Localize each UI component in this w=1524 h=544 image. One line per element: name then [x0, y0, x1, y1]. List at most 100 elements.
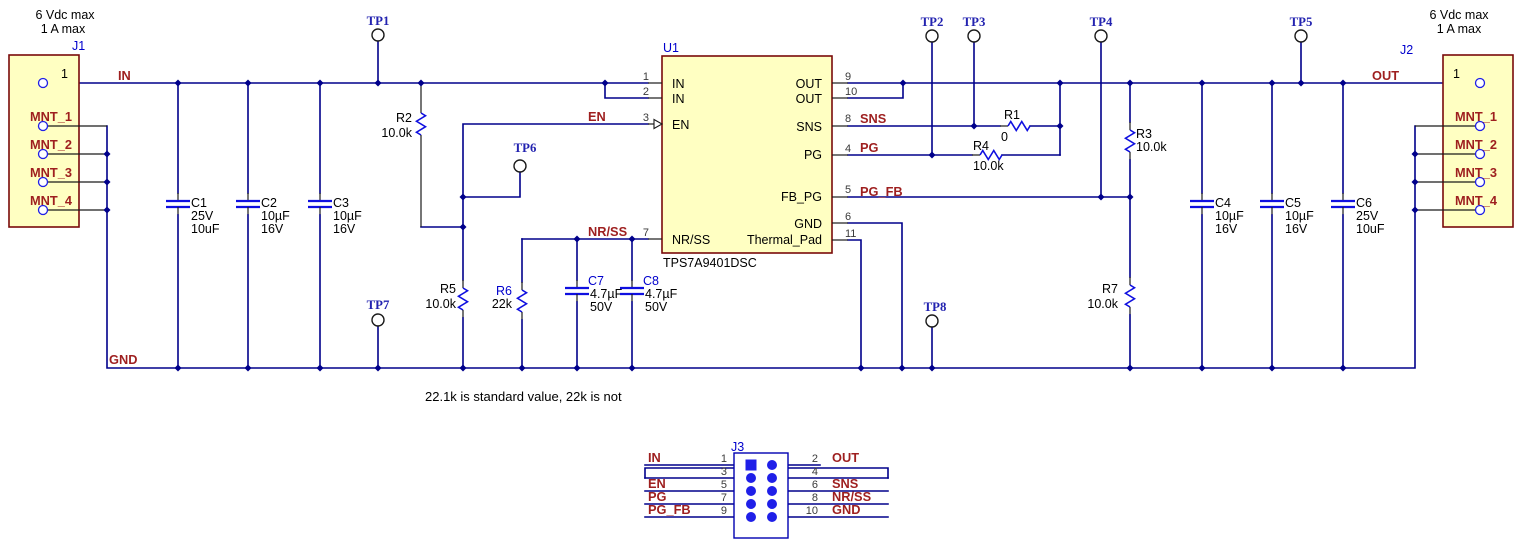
capacitor-designator: C8: [643, 274, 659, 288]
pin-name: PG: [804, 148, 822, 162]
testpoint-TP5[interactable]: TP5: [1290, 15, 1313, 84]
pin-circle[interactable]: [1474, 148, 1486, 160]
capacitor-designator: C7: [588, 274, 604, 288]
pin-circle[interactable]: [37, 204, 49, 216]
testpoint-pad[interactable]: [925, 29, 939, 43]
connector-J3[interactable]: J3 1 3 5 7 9 2 4 6 8 10 IN EN PG PG_FB: [644, 440, 889, 539]
resistor-R1[interactable]: R1 0: [1000, 108, 1031, 144]
pin-pad[interactable]: [767, 499, 777, 509]
capacitor-C1[interactable]: C1 25V 10uF: [166, 82, 220, 369]
pin-circle[interactable]: [37, 77, 49, 89]
ic-body[interactable]: [661, 55, 833, 254]
net-out-wires: [847, 82, 1476, 99]
ic-part-number: TPS7A9401DSC: [663, 256, 757, 270]
testpoint-TP7[interactable]: TP7: [367, 298, 390, 369]
testpoint-TP8[interactable]: TP8: [924, 300, 947, 369]
testpoint-pad[interactable]: [1294, 29, 1308, 43]
capacitor-value: 25V: [191, 209, 214, 223]
pin-circle[interactable]: [37, 148, 49, 160]
net-in-wires: [47, 82, 649, 99]
capacitor-value: 16V: [1215, 222, 1238, 236]
capacitor-C2[interactable]: C2 10µF 16V: [236, 82, 290, 369]
testpoint-TP2[interactable]: TP2: [921, 15, 944, 156]
pin-pad[interactable]: [746, 486, 756, 496]
pin-circle[interactable]: [1474, 77, 1486, 89]
resistor-R5[interactable]: R5 10.0k: [425, 280, 470, 369]
pin-number: 1: [61, 67, 68, 81]
junction-dot: [1339, 364, 1347, 372]
net-label-out: OUT: [1372, 68, 1399, 83]
output-rating: 6 Vdc max 1 A max: [1429, 8, 1489, 36]
en-input-arrow-icon: [653, 118, 664, 130]
pin1-square-pad[interactable]: [745, 459, 757, 471]
pin-pad[interactable]: [746, 473, 756, 483]
pin-name: Thermal_Pad: [747, 233, 822, 247]
pin-circle[interactable]: [37, 120, 49, 132]
pin-name: SNS: [796, 120, 822, 134]
net-label: NR/SS: [832, 489, 872, 504]
testpoint-TP4[interactable]: TP4: [1090, 15, 1113, 198]
testpoint-TP1[interactable]: TP1: [367, 14, 390, 84]
pin-name: FB_PG: [781, 190, 822, 204]
junction-dot: [103, 206, 111, 214]
pin-circle[interactable]: [1474, 204, 1486, 216]
pin-number: 5: [845, 184, 851, 196]
capacitor-value: 16V: [1285, 222, 1308, 236]
pin-number: 9: [721, 505, 727, 517]
resistor-R2[interactable]: R2 10.0k: [381, 83, 428, 227]
resistor-R3[interactable]: R3 10.0k: [1123, 82, 1168, 198]
net-label-en: EN: [588, 109, 606, 124]
pin-pad[interactable]: [746, 499, 756, 509]
pin-number: 3: [643, 112, 649, 124]
capacitor-C3[interactable]: C3 10µF 16V: [308, 82, 362, 369]
testpoint-TP6[interactable]: TP6: [513, 141, 537, 173]
testpoint-pad[interactable]: [371, 313, 385, 327]
junction-dot: [1339, 79, 1347, 87]
junction-dot: [928, 151, 936, 159]
net-label: PG: [648, 489, 667, 504]
connector-J1[interactable]: J1 1 MNT_1 MNT_2 MNT_3 MNT_4: [8, 39, 107, 228]
junction-dot: [1411, 178, 1419, 186]
testpoint-pad[interactable]: [513, 159, 527, 173]
capacitor-C5[interactable]: C5 10µF 16V: [1260, 82, 1314, 369]
connector-designator: J1: [72, 39, 85, 53]
testpoint-pad[interactable]: [967, 29, 981, 43]
pin-pad[interactable]: [767, 512, 777, 522]
capacitor-value: 10uF: [191, 222, 220, 236]
ic-U1[interactable]: U1 TPS7A9401DSC 1 2 3 7 9 10 8 4 5 6 11 …: [643, 41, 857, 270]
capacitor-designator: C6: [1356, 196, 1372, 210]
capacitor-C7[interactable]: C7 4.7µF 50V: [565, 238, 623, 369]
pin-circle[interactable]: [1474, 120, 1486, 132]
connector-body[interactable]: [733, 452, 789, 539]
capacitor-designator: C4: [1215, 196, 1231, 210]
testpoint-pad[interactable]: [925, 314, 939, 328]
junction-dot: [1198, 364, 1206, 372]
pin-number: 4: [812, 466, 818, 478]
pin-circle[interactable]: [37, 176, 49, 188]
testpoint-pad[interactable]: [1094, 29, 1108, 43]
capacitor-C4[interactable]: C4 10µF 16V: [1190, 82, 1244, 369]
pin-pad[interactable]: [767, 460, 777, 470]
junction-dot: [374, 364, 382, 372]
connector-J2[interactable]: J2 1 MNT_1 MNT_2 MNT_3 MNT_4: [1400, 43, 1514, 228]
capacitor-C8[interactable]: C8 4.7µF 50V: [620, 238, 678, 369]
capacitor-C6[interactable]: C6 25V 10uF: [1331, 82, 1385, 369]
pin-name: MNT_3: [30, 165, 72, 180]
pin-number: 10: [845, 86, 857, 98]
resistor-R7[interactable]: R7 10.0k: [1087, 196, 1137, 369]
junction-dot: [1297, 79, 1305, 87]
pin-number: 8: [812, 492, 818, 504]
resistor-R6[interactable]: R6 22k: [492, 238, 529, 369]
pin-pad[interactable]: [746, 512, 756, 522]
pin-circle[interactable]: [1474, 176, 1486, 188]
pin-pad[interactable]: [767, 473, 777, 483]
junction-dot: [459, 223, 467, 231]
junction-dot: [174, 79, 182, 87]
resistor-designator: R1: [1004, 108, 1020, 122]
testpoint-label: TP4: [1090, 15, 1113, 29]
testpoint-pad[interactable]: [371, 28, 385, 42]
testpoint-TP3[interactable]: TP3: [963, 15, 986, 127]
pin-pad[interactable]: [767, 486, 777, 496]
net-label-nrss: NR/SS: [588, 224, 628, 239]
resistor-R4[interactable]: R4 10.0k: [972, 139, 1004, 173]
